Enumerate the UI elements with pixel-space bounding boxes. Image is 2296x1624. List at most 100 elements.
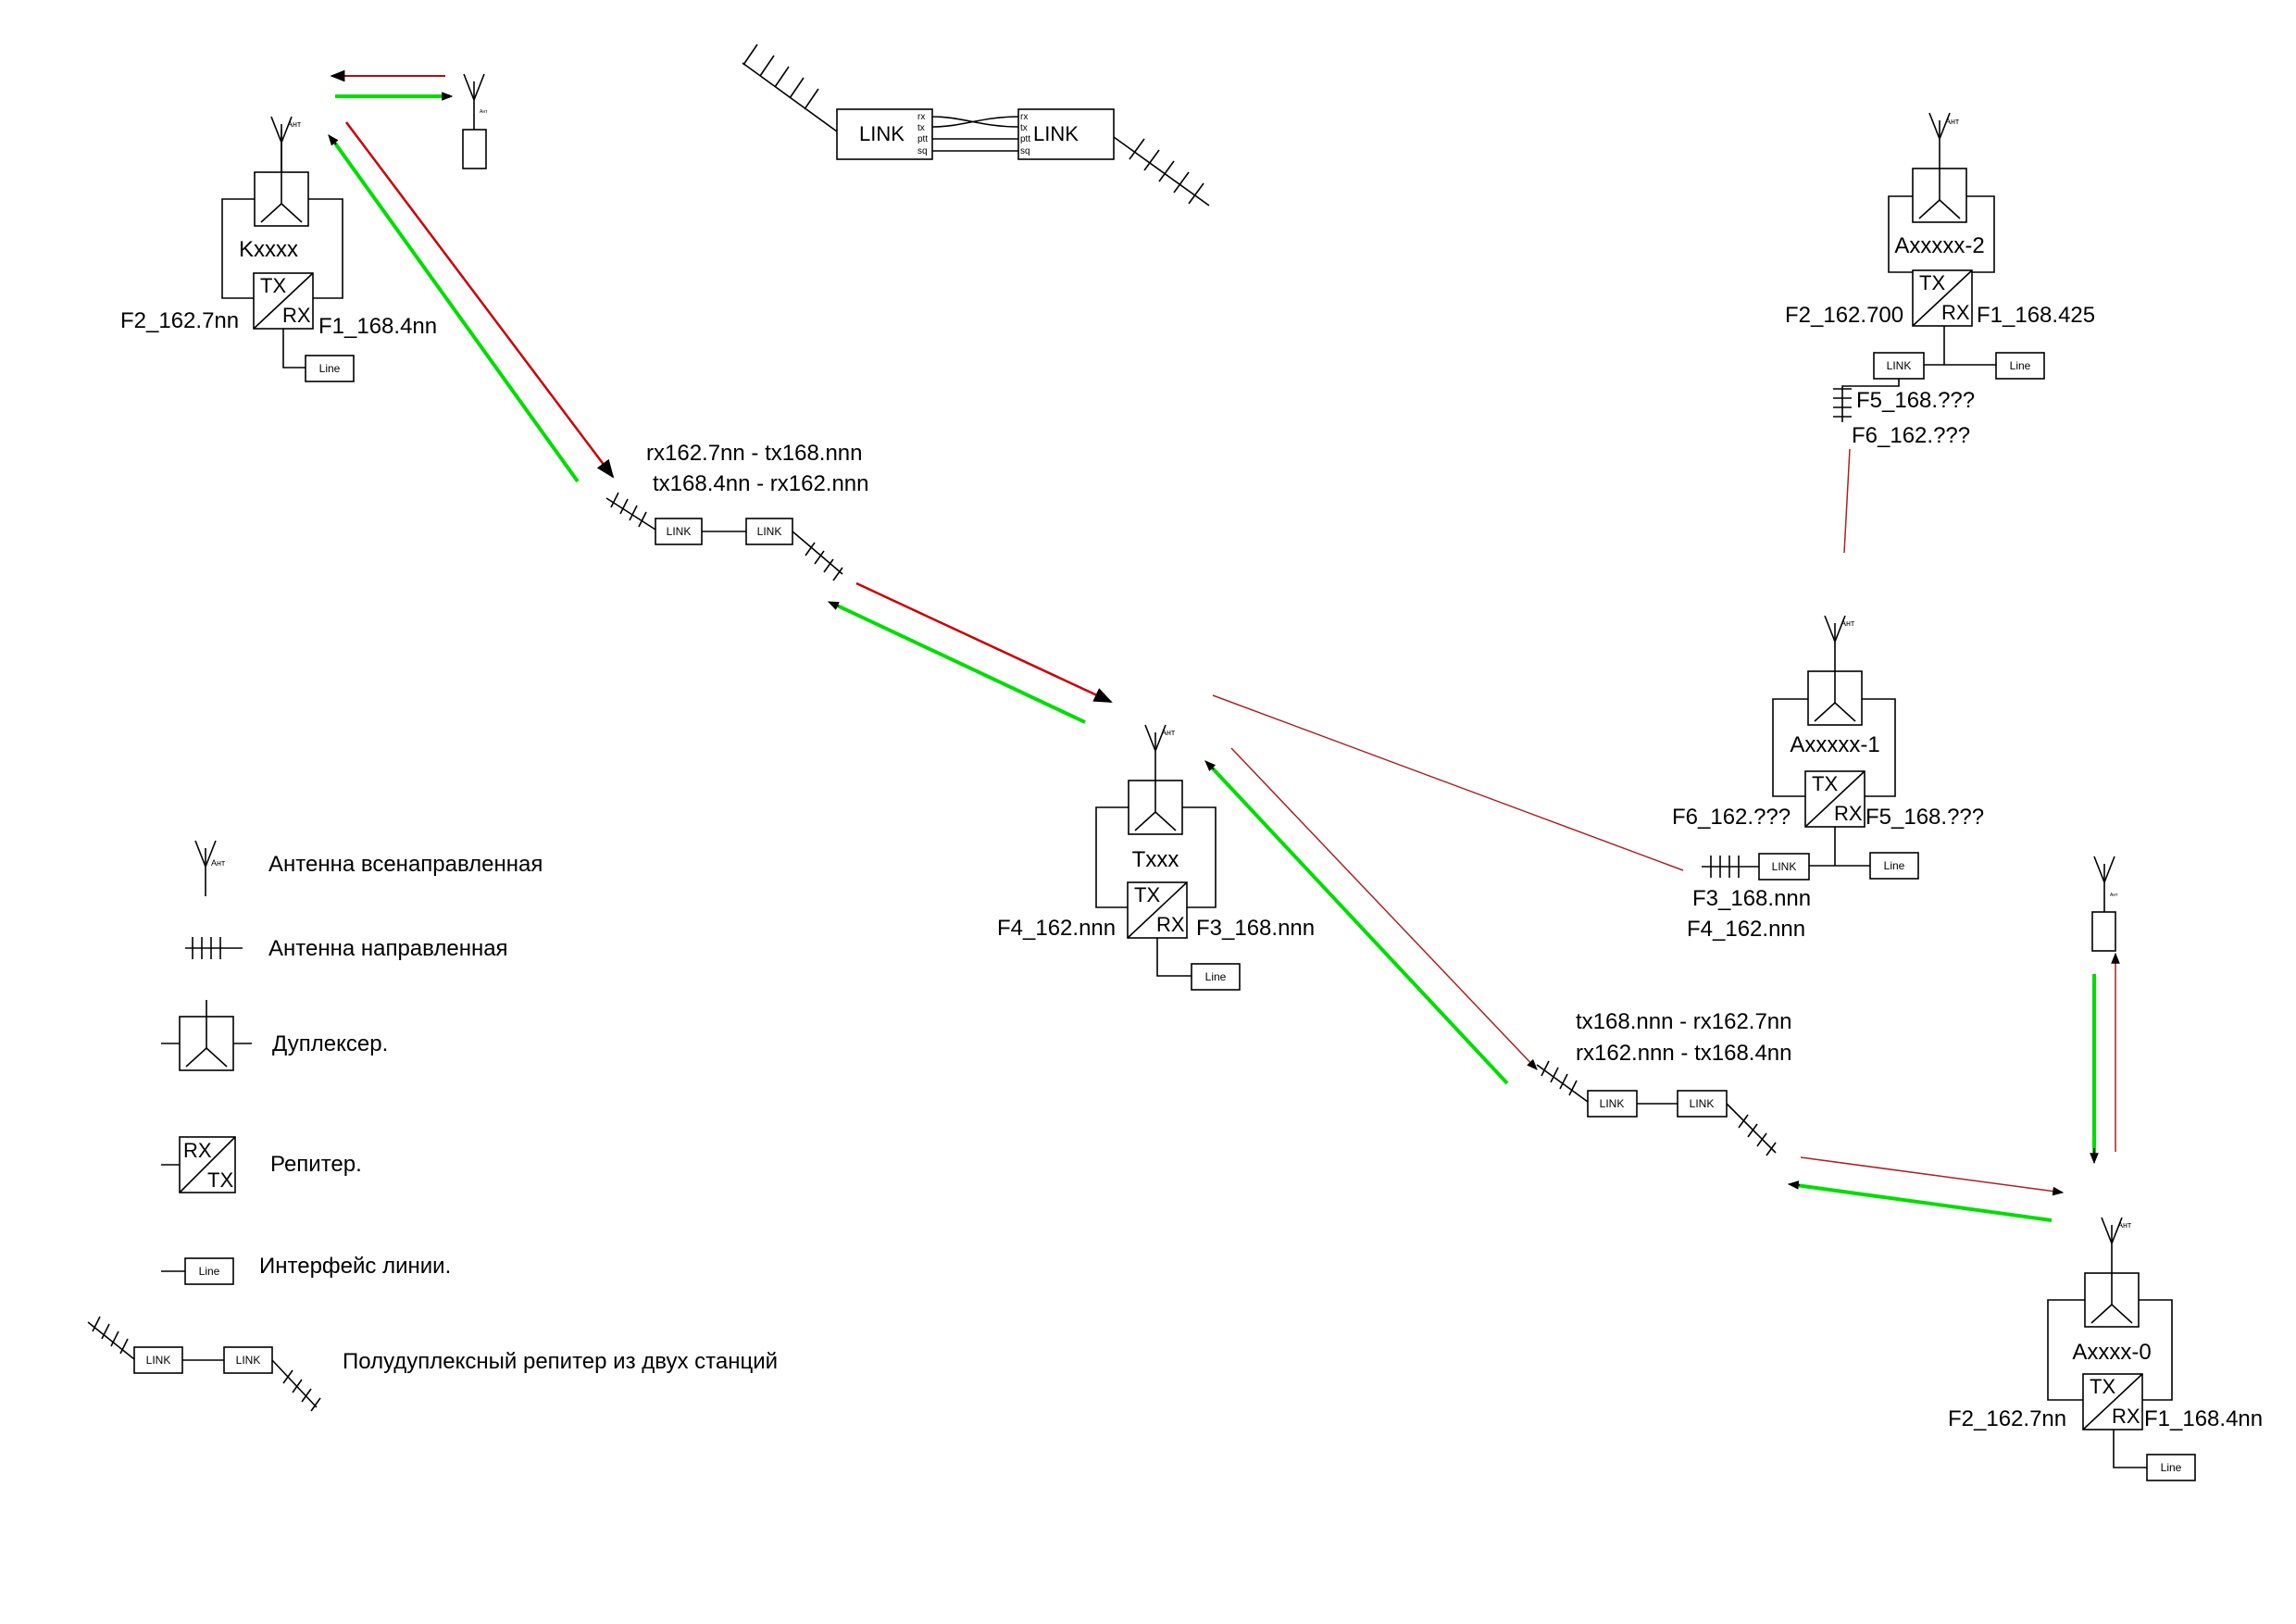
svg-text:tx168.4nn - rx162.nnn: tx168.4nn - rx162.nnn xyxy=(653,471,869,496)
station-name: Axxxxx-1 xyxy=(1790,732,1879,757)
link-t-a1 xyxy=(1212,694,1684,871)
freq-left: F4_162.nnn xyxy=(997,916,1116,941)
svg-text:Ант: Ант xyxy=(480,109,488,115)
svg-text:Line: Line xyxy=(2010,359,2031,372)
svg-text:TX: TX xyxy=(1812,772,1838,795)
legend-line-label: Интерфейс линии. xyxy=(259,1254,451,1279)
svg-text:TX: TX xyxy=(1134,883,1160,906)
station-kxxxx: Ант Kxxxx TX RX F2_162.7nn F1_168.4nn Li… xyxy=(120,116,437,382)
freq-left: F6_162.??? xyxy=(1672,805,1791,830)
legend-repeater-label: Репитер. xyxy=(270,1152,362,1177)
freq-left: F2_162.700 xyxy=(1785,303,1903,328)
repeater-r2: tx168.nnn - rx162.7nn rx162.nnn - tx168.… xyxy=(1536,1009,1792,1156)
link-t-r2-green xyxy=(1209,765,1509,1085)
station-name: Kxxxx xyxy=(239,237,298,262)
station-name: Axxxx-0 xyxy=(2072,1340,2151,1365)
freq-right: F1_168.4nn xyxy=(318,314,437,339)
signal-links xyxy=(328,69,2120,1222)
svg-text:rx: rx xyxy=(1020,112,1028,122)
link-r2-a0-green-head xyxy=(1787,1181,1801,1190)
svg-text:RX: RX xyxy=(1156,913,1185,936)
legend: Ант Антенна всенаправленная Антенна напр… xyxy=(87,840,778,1412)
link-r1-t-green-head xyxy=(827,601,840,610)
legend-omni: Ант Антенна всенаправленная xyxy=(194,840,543,897)
svg-text:Ант: Ант xyxy=(2110,893,2118,898)
svg-text:LINK: LINK xyxy=(1772,860,1797,873)
svg-text:TX: TX xyxy=(260,274,286,297)
svg-text:Ант: Ант xyxy=(2117,1220,2131,1230)
svg-text:RX: RX xyxy=(183,1139,212,1162)
link-r2-a0-green xyxy=(1795,1183,2053,1222)
svg-text:Ант: Ант xyxy=(211,858,225,868)
svg-text:Ант: Ант xyxy=(1161,728,1175,737)
link-detail: LINK rx tx ptt sq LINK rx tx ptt sq xyxy=(742,44,1210,206)
svg-text:LINK: LINK xyxy=(667,525,692,538)
svg-text:TX: TX xyxy=(207,1168,233,1192)
station-name: Axxxxx-2 xyxy=(1894,233,1984,258)
link-box-right xyxy=(1017,108,1115,160)
svg-text:LINK: LINK xyxy=(1690,1097,1715,1110)
station-axxxxx-2: Ант Axxxxx-2 TX RX F2_162.700 F1_168.425… xyxy=(1785,112,2095,448)
svg-text:TX: TX xyxy=(2090,1375,2115,1398)
svg-text:tx168.nnn - rx162.7nn: tx168.nnn - rx162.7nn xyxy=(1576,1009,1792,1034)
link-box-left xyxy=(836,108,933,160)
svg-text:LINK: LINK xyxy=(1600,1097,1625,1110)
svg-text:F3_168.nnn: F3_168.nnn xyxy=(1692,886,1811,911)
station-axxxx-0: Ант Axxxx-0 TX RX F2_162.7nn F1_168.4nn … xyxy=(1948,1217,2263,1481)
legend-directional-label: Антенна направленная xyxy=(268,936,508,961)
legend-repeater: RX TX Репитер. xyxy=(161,1136,362,1193)
svg-text:tx: tx xyxy=(1020,123,1028,133)
handheld-a0: Ант xyxy=(2091,856,2118,952)
link-k-r1-green xyxy=(331,139,580,483)
legend-directional: Антенна направленная xyxy=(185,936,508,961)
station-axxxxx-1: Ант Axxxxx-1 TX RX F6_162.??? F5_168.???… xyxy=(1672,615,1984,942)
legend-duplexer: Дуплексер. xyxy=(161,1000,388,1071)
svg-text:rx162.7nn - tx168.nnn: rx162.7nn - tx168.nnn xyxy=(646,441,863,466)
svg-text:LINK: LINK xyxy=(757,525,782,538)
svg-text:Line: Line xyxy=(199,1265,220,1278)
link-a2-a1 xyxy=(1843,448,1851,554)
svg-text:sq: sq xyxy=(1020,146,1030,156)
svg-text:sq: sq xyxy=(917,146,928,156)
svg-text:LINK: LINK xyxy=(146,1354,171,1367)
svg-text:Line: Line xyxy=(1205,970,1227,983)
svg-text:TX: TX xyxy=(1919,271,1945,294)
svg-text:Line: Line xyxy=(2161,1461,2182,1474)
svg-text:rx162.nnn - tx168.4nn: rx162.nnn - tx168.4nn xyxy=(1576,1041,1792,1066)
svg-text:Ант: Ант xyxy=(1841,618,1854,628)
svg-text:RX: RX xyxy=(2112,1405,2140,1428)
svg-text:ptt: ptt xyxy=(1020,134,1030,144)
freq-right: F3_168.nnn xyxy=(1196,916,1315,941)
freq-left: F2_162.7nn xyxy=(120,308,239,333)
svg-text:ptt: ptt xyxy=(917,134,928,144)
link-k-r1-red xyxy=(345,121,615,479)
station-name: Txxx xyxy=(1132,847,1179,872)
svg-text:F4_162.nnn: F4_162.nnn xyxy=(1687,917,1805,942)
freq-right: F5_168.??? xyxy=(1866,805,1984,830)
svg-text:Line: Line xyxy=(319,362,341,375)
link-r2-a0-red xyxy=(1800,1156,2065,1196)
legend-halfduplex-label: Полудуплексный репитер из двух станций xyxy=(343,1349,778,1374)
legend-duplexer-label: Дуплексер. xyxy=(272,1031,388,1056)
freq-right: F1_168.4nn xyxy=(2144,1406,2263,1431)
svg-text:F6_162.???: F6_162.??? xyxy=(1852,423,1970,448)
station-txxx: Ант Txxx TX RX F4_162.nnn F3_168.nnn Lin… xyxy=(997,724,1315,991)
legend-halfduplex: LINK LINK Полудуплексный репитер из двух… xyxy=(87,1316,778,1412)
link-t-r2-green-head xyxy=(1204,760,1217,772)
svg-text:Ант: Ант xyxy=(1945,117,1959,126)
svg-text:LINK: LINK xyxy=(236,1354,261,1367)
link-r1-t-green xyxy=(832,602,1086,724)
svg-text:rx: rx xyxy=(917,112,925,122)
svg-text:tx: tx xyxy=(917,123,925,133)
legend-line: Line Интерфейс линии. xyxy=(161,1254,451,1285)
handheld-top: Ант xyxy=(462,73,488,169)
svg-text:Ант: Ант xyxy=(287,119,301,129)
repeater-r1: rx162.7nn - tx168.nnn tx168.4nn - rx162.… xyxy=(605,441,869,581)
link-box-left-label: LINK xyxy=(859,122,905,145)
legend-omni-label: Антенна всенаправленная xyxy=(268,852,543,877)
freq-right: F1_168.425 xyxy=(1977,303,2095,328)
svg-text:Line: Line xyxy=(1884,859,1905,872)
freq-left: F2_162.7nn xyxy=(1948,1406,2066,1431)
link-t-r2-red xyxy=(1230,747,1538,1070)
svg-text:RX: RX xyxy=(282,304,311,327)
